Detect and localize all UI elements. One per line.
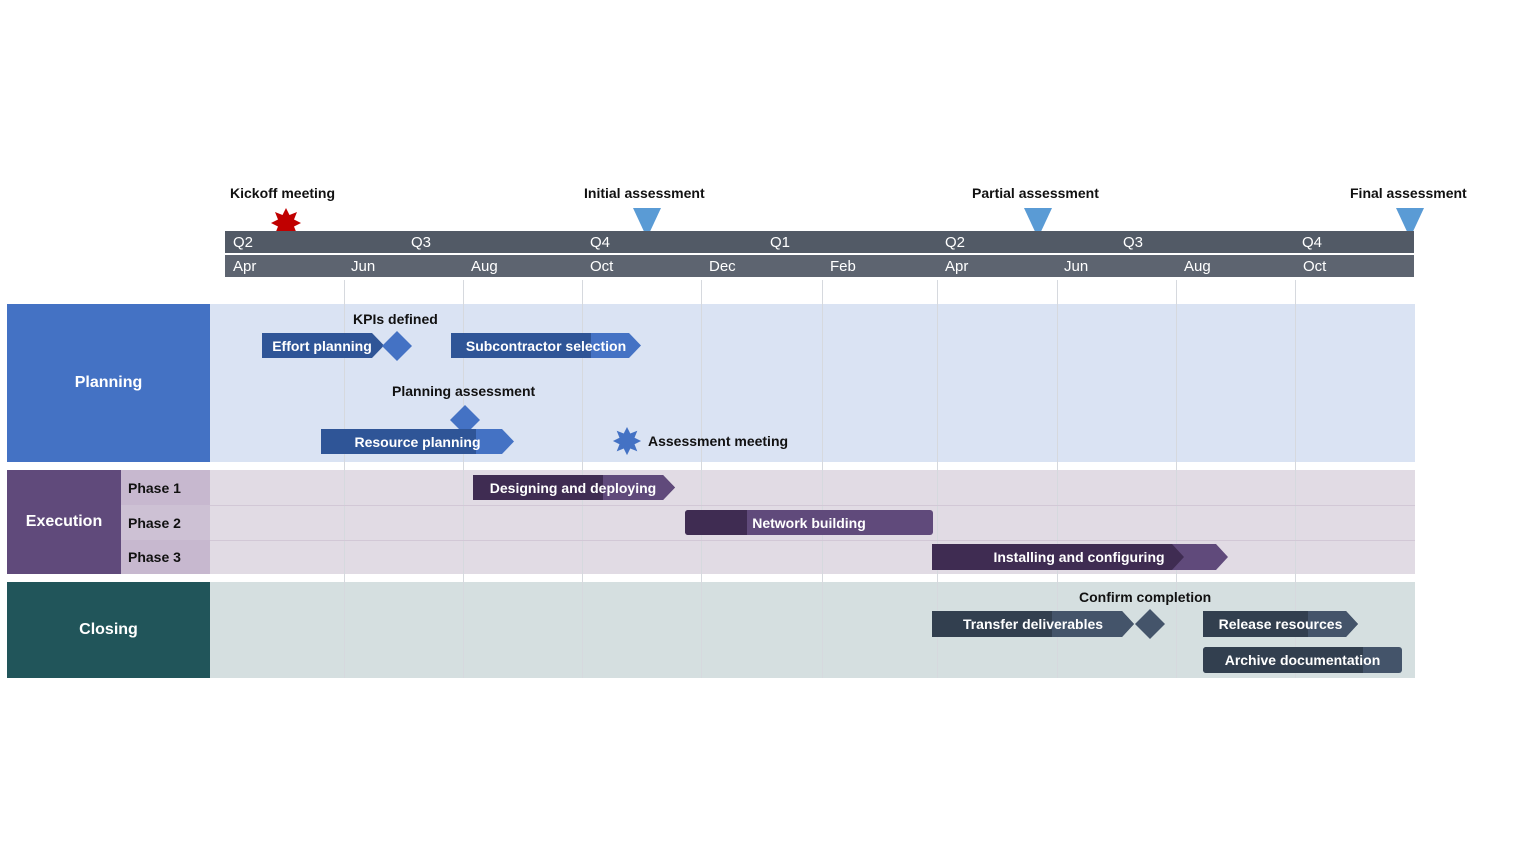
quarter-label: Q4 (1302, 234, 1323, 251)
row-separator (210, 540, 1415, 541)
release-bar-shape (1203, 611, 1358, 637)
phase-3-label: Phase 3 (121, 540, 210, 574)
resource-planning-bar-shape (321, 429, 514, 454)
gridline (937, 280, 938, 678)
quarter-scale: Q2 Q3 Q4 Q1 Q2 Q3 Q4 (225, 231, 1414, 253)
star-icon (271, 208, 301, 238)
gridline (1295, 280, 1296, 678)
phase-1-label: Phase 1 (121, 470, 210, 505)
milestone-final-label: Final assessment (1350, 185, 1467, 201)
task-archive-documentation[interactable]: Archive documentation (1224, 652, 1381, 668)
effort-planning-bar-shape (262, 333, 384, 358)
gridline (1176, 280, 1177, 678)
execution-header: Execution (7, 470, 121, 574)
quarter-label: Q3 (1123, 234, 1144, 251)
month-label: Aug (471, 258, 498, 275)
quarter-label: Q3 (411, 234, 432, 251)
row-separator (210, 505, 1415, 506)
month-scale: Apr Jun Aug Oct Dec Feb Apr Jun Aug Oct (225, 255, 1414, 277)
quarter-label: Q2 (945, 234, 966, 251)
milestone-assessment-meeting-label: Assessment meeting (648, 433, 789, 449)
task-release-resources[interactable]: Release resources (1218, 616, 1343, 632)
month-label: Oct (590, 258, 614, 275)
diamond-icon (1135, 609, 1165, 639)
month-label: Apr (233, 258, 257, 275)
diamond-icon (450, 405, 480, 435)
star-icon (612, 426, 642, 456)
gridline (822, 280, 823, 678)
quarter-label: Q1 (770, 234, 791, 251)
gridline (1057, 280, 1058, 678)
quarter-label: Q4 (590, 234, 611, 251)
planning-header: Planning (7, 304, 210, 462)
month-label: Apr (945, 258, 969, 275)
milestone-confirm-completion-label: Confirm completion (1079, 589, 1212, 605)
gridline (701, 280, 702, 678)
month-label: Oct (1303, 258, 1327, 275)
subcontractor-bar-shape (451, 333, 641, 358)
task-designing-and-deploying[interactable]: Designing and deploying (489, 479, 657, 496)
task-resource-planning[interactable]: Resource planning (354, 433, 481, 450)
diamond-icon (382, 331, 412, 361)
milestone-initial-label: Initial assessment (584, 185, 705, 201)
milestone-kickoff-label: Kickoff meeting (230, 185, 336, 201)
designing-bar-shape (473, 475, 675, 500)
month-label: Dec (709, 258, 736, 275)
task-installing-and-configuring[interactable]: Installing and configuring (993, 549, 1165, 565)
task-effort-planning[interactable]: Effort planning (272, 337, 372, 354)
milestone-kpis-label: KPIs defined (353, 311, 438, 327)
transfer-bar-shape (932, 611, 1134, 637)
archive-bar-shape (1203, 647, 1402, 673)
month-label: Jun (1064, 258, 1089, 275)
network-bar-shape (685, 510, 933, 535)
phase-2-label: Phase 2 (121, 505, 210, 540)
quarter-label: Q2 (233, 234, 254, 251)
closing-header: Closing (7, 582, 210, 678)
month-label: Jun (351, 258, 376, 275)
gridline (344, 280, 345, 678)
gridline (463, 280, 464, 678)
milestone-planning-assessment-label: Planning assessment (392, 383, 536, 399)
task-network-building[interactable]: Network building (752, 514, 866, 531)
task-subcontractor-selection[interactable]: Subcontractor selection (465, 337, 627, 354)
milestone-partial-label: Partial assessment (972, 185, 1099, 201)
month-label: Feb (830, 258, 856, 275)
task-transfer-deliverables[interactable]: Transfer deliverables (962, 616, 1104, 632)
month-label: Aug (1184, 258, 1211, 275)
installing-bar-shape (932, 544, 1228, 570)
